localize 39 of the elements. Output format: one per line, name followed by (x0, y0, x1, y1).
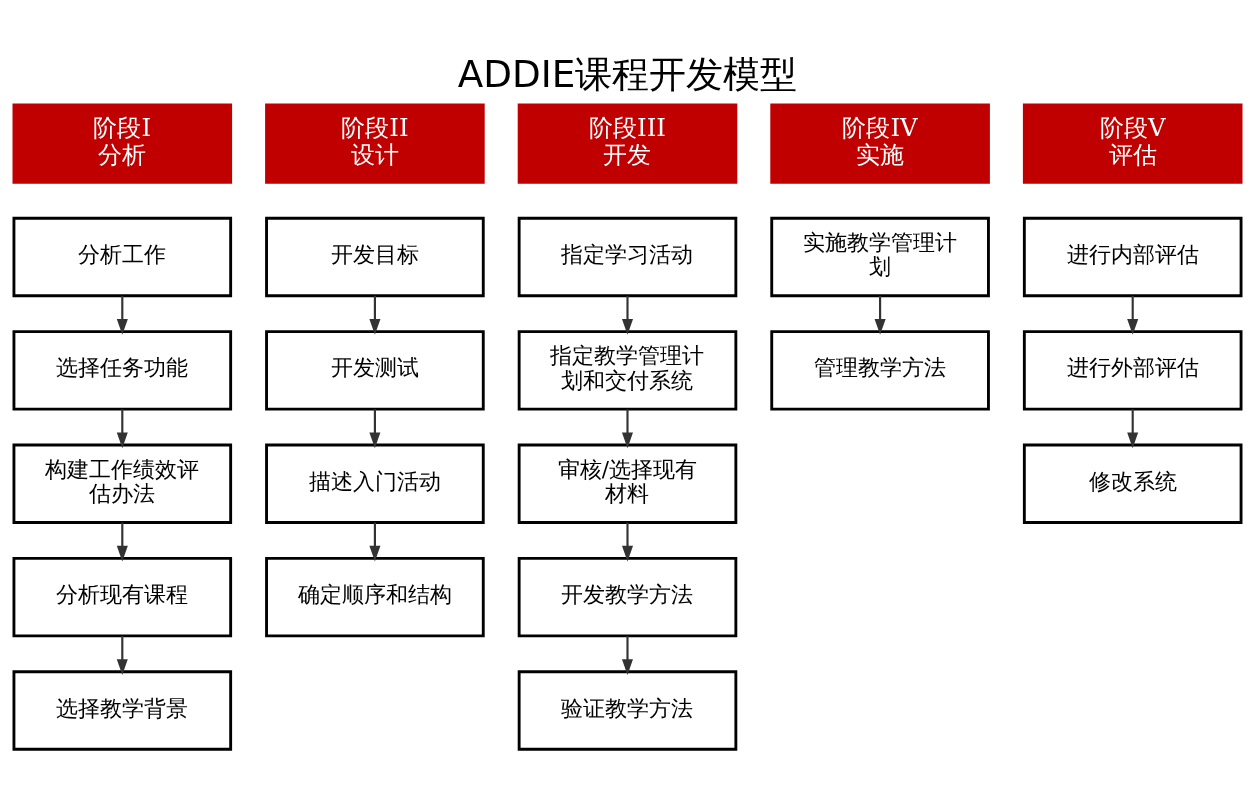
node-box: 选择教学背景 (12, 669, 233, 751)
arrow (369, 295, 381, 335)
node-box: 阶段IV 实施 (770, 102, 990, 184)
arrow (621, 408, 634, 448)
node-box: 选择任务功能 (12, 329, 233, 411)
node-box: 确定顺序和结构 (265, 556, 485, 637)
arrow (116, 295, 128, 335)
node-box: 修改系统 (1022, 443, 1243, 524)
node-box: 开发教学方法 (517, 556, 738, 637)
node-box: 管理教学方法 (770, 329, 990, 411)
node-box: 指定学习活动 (517, 216, 738, 297)
arrow (621, 295, 634, 335)
arrow (1127, 295, 1139, 335)
arrow (116, 408, 128, 448)
arrow (621, 635, 634, 675)
node-box: 审核/选择现有材料 (517, 443, 738, 524)
node-box: 开发测试 (265, 329, 485, 411)
node-box: 构建工作绩效评估办法 (12, 443, 233, 524)
node-box: 开发目标 (265, 216, 485, 297)
arrow (116, 522, 128, 562)
node-box: 分析工作 (12, 216, 233, 297)
arrow (621, 522, 634, 562)
node-box: 描述入门活动 (265, 443, 485, 524)
node-box: 进行内部评估 (1022, 216, 1243, 297)
arrow (116, 635, 128, 675)
node-box: 指定教学管理计划和交付系统 (517, 329, 738, 411)
node-box: 分析现有课程 (12, 556, 233, 637)
arrow (369, 522, 381, 562)
arrow (1127, 408, 1139, 448)
node-box: 阶段III 开发 (517, 102, 738, 184)
node-box: 阶段I 分析 (12, 102, 233, 184)
arrow (874, 295, 886, 335)
diagram-title: ADDIE课程开发模型 (457, 51, 798, 96)
arrow (369, 408, 381, 448)
node-box: 进行外部评估 (1022, 329, 1243, 411)
node-box: 验证教学方法 (517, 669, 738, 751)
node-box: 阶段II 设计 (265, 102, 485, 184)
node-box: 阶段V 评估 (1022, 102, 1243, 184)
node-box: 实施教学管理计划 (770, 216, 990, 297)
